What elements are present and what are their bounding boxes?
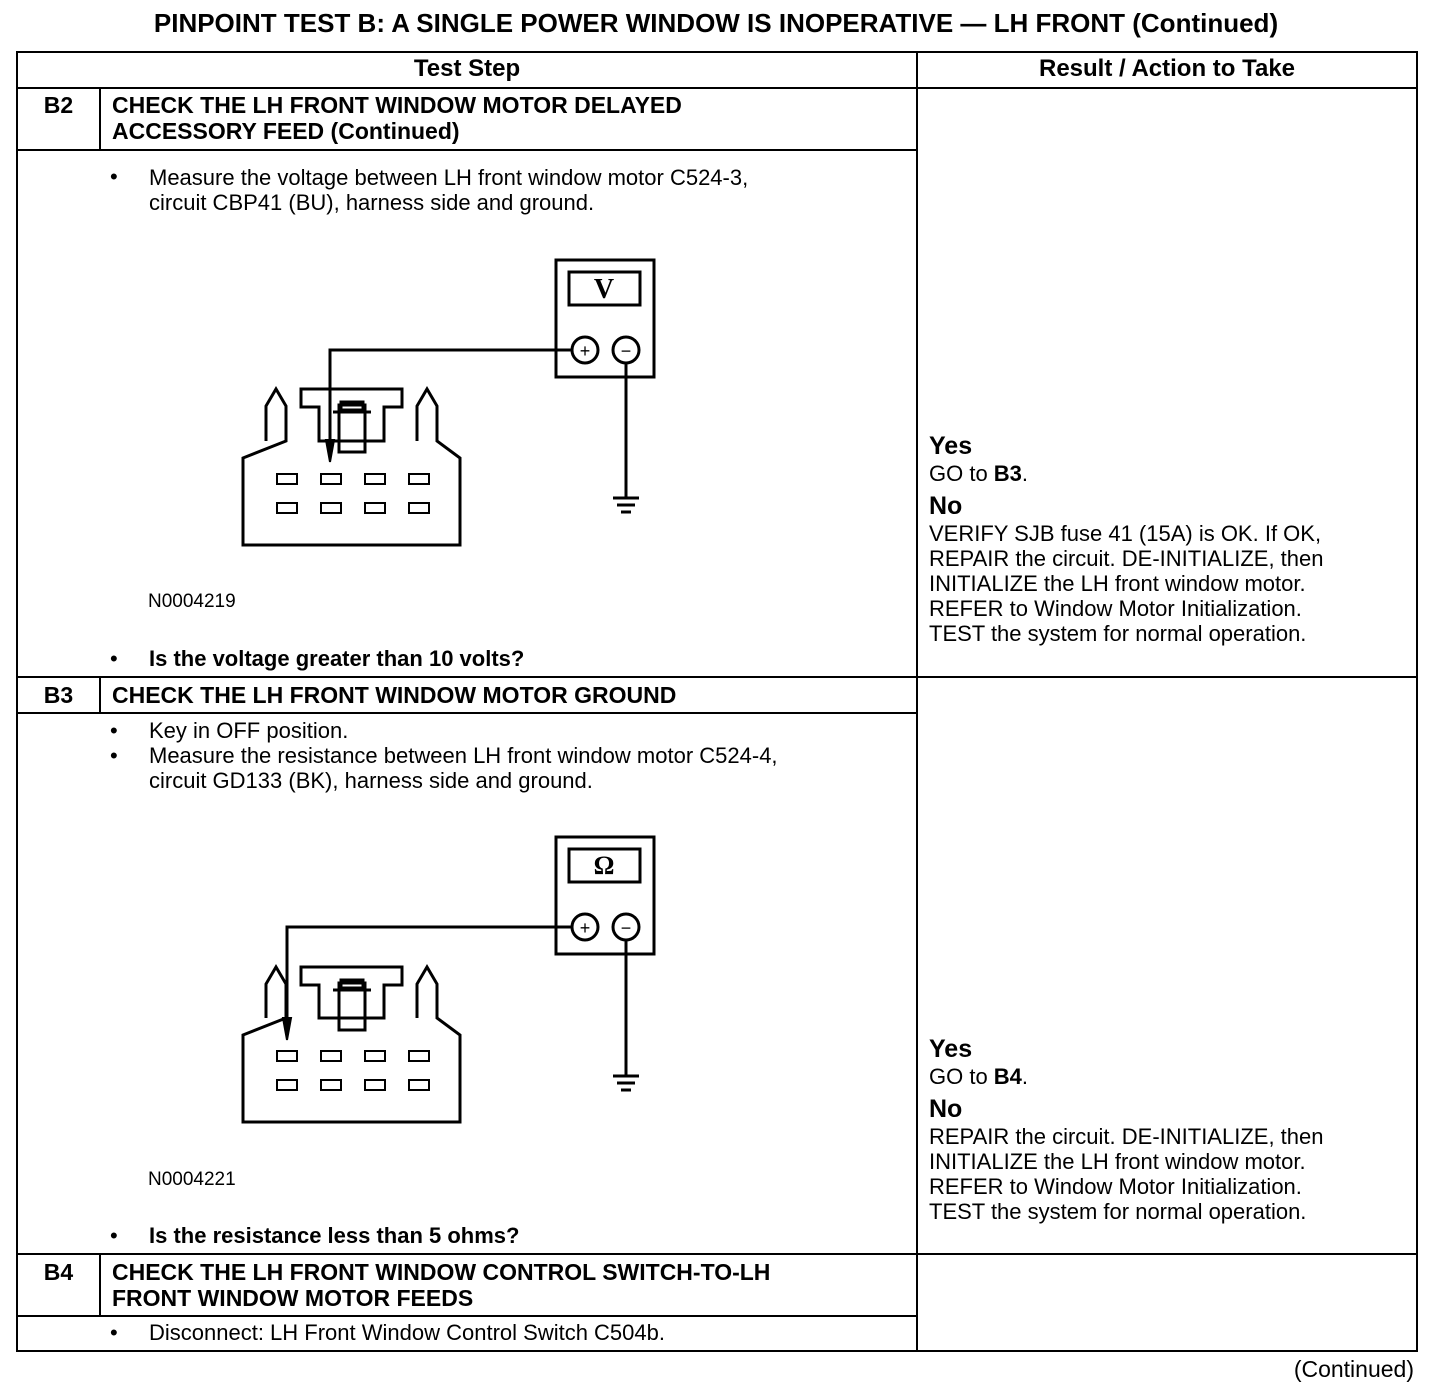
b2-step-title: CHECK THE LH FRONT WINDOW MOTOR DELAYED … (112, 92, 682, 144)
b2-figure-id: N0004219 (148, 591, 236, 612)
b2-no-label: No (929, 492, 963, 520)
b3-connector-lock (337, 981, 367, 1032)
b2-no-action: VERIFY SJB fuse 41 (15A) is OK. If OK, R… (929, 521, 1324, 646)
b3-meter-body (554, 835, 656, 956)
svg-text:+: + (580, 341, 591, 361)
page-title: PINPOINT TEST B: A SINGLE POWER WINDOW I… (153, 8, 1279, 38)
b2-connector-lock (337, 403, 367, 454)
bullet: • (110, 164, 118, 189)
b2-meter-body (554, 258, 656, 379)
b3-no-action: REPAIR the circuit. DE-INITIALIZE, then … (929, 1124, 1324, 1224)
b4-instruction: Disconnect: LH Front Window Control Swit… (149, 1320, 665, 1345)
b2-probe-tip (324, 439, 336, 463)
bullet: • (110, 743, 118, 768)
table-border (16, 51, 1418, 1352)
header-test-step: Test Step (413, 55, 521, 82)
b2-instruction: Measure the voltage between LH front win… (149, 165, 749, 215)
b3-connector-latch (299, 965, 404, 1020)
b3-connector-body (241, 964, 462, 1124)
svg-text:−: − (621, 341, 632, 361)
b2-question: Is the voltage greater than 10 volts? (149, 646, 525, 671)
b3-instructions: Key in OFF position. Measure the resista… (149, 718, 778, 793)
b3-step-title: CHECK THE LH FRONT WINDOW MOTOR GROUND (112, 682, 677, 708)
header-result-action: Result / Action to Take (1038, 55, 1296, 82)
b2-meter-display (567, 270, 642, 307)
b2-step-id: B2 (43, 92, 74, 118)
b2-result: Yes GO to B3. No VERIFY SJB fuse 41 (15A… (929, 432, 1324, 646)
svg-text:−: − (621, 918, 632, 938)
b2-probe-lead (328, 348, 572, 452)
b3-connector-pins (276, 1050, 430, 1091)
b2-yes-action: GO to B3. (929, 461, 1029, 486)
b2-meter-symbol: V (594, 274, 614, 305)
b3-probe-lead (285, 925, 572, 1030)
continued-footer: (Continued) (1293, 1356, 1414, 1382)
b3-meter-display (567, 847, 642, 884)
b3-no-label: No (929, 1095, 963, 1123)
b3-yes-label: Yes (929, 1035, 973, 1063)
b3-figure-id: N0004221 (148, 1169, 236, 1190)
b4-step-id: B4 (43, 1259, 74, 1285)
b3-probe-tip (281, 1017, 293, 1041)
b4-step-title: CHECK THE LH FRONT WINDOW CONTROL SWITCH… (112, 1259, 771, 1311)
b2-yes-label: Yes (929, 432, 973, 460)
bullet: • (110, 718, 118, 743)
b3-question: Is the resistance less than 5 ohms? (149, 1223, 520, 1248)
b2-connector-pins (276, 473, 430, 514)
b3-result: Yes GO to B4. No REPAIR the circuit. DE-… (929, 1035, 1324, 1224)
b3-meter-symbol: Ω (594, 851, 615, 880)
svg-text:+: + (580, 918, 591, 938)
b2-connector-latch (299, 387, 404, 443)
b3-step-id: B3 (43, 682, 74, 708)
bullet: • (110, 1320, 118, 1345)
b3-yes-action: GO to B4. (929, 1064, 1029, 1089)
b2-connector-body (241, 386, 462, 547)
bullet: • (110, 646, 118, 671)
bullet: • (110, 1223, 118, 1248)
